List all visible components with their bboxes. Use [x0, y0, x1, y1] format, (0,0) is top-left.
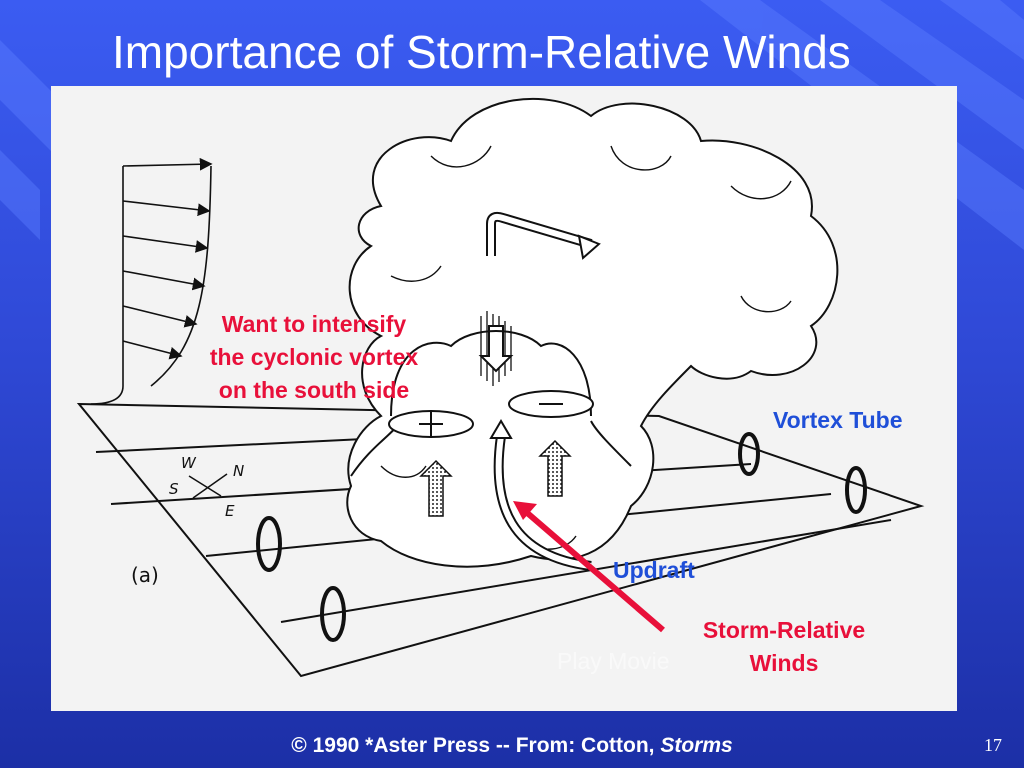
storm-cloud [346, 97, 839, 568]
compass-n: N [233, 462, 244, 480]
wind-profile [90, 157, 213, 405]
compass-w: W [181, 454, 197, 472]
storm-relative-winds-label: Storm-Relative Winds [702, 617, 866, 676]
rotation-disc-minus [508, 390, 594, 418]
slide-footer: © 1990 *Aster Press -- From: Cotton, Sto… [0, 734, 1024, 758]
rotation-disc-plus [388, 410, 474, 438]
slide-title: Importance of Storm-Relative Winds [112, 26, 851, 78]
play-movie-link[interactable]: Play Movie [557, 648, 670, 674]
compass-rose [188, 473, 228, 499]
vortex-ring [256, 432, 867, 642]
compass-s: S [169, 480, 179, 498]
cloud-texture [380, 145, 792, 550]
compass-e: E [225, 502, 235, 520]
updraft-label: Updraft [613, 557, 695, 583]
storm-diagram: W N S E (a) Want to intensify the cyclon… [51, 86, 957, 711]
vortex-tube-label: Vortex Tube [773, 407, 903, 433]
storm-illustration: W N S E (a) [76, 97, 925, 678]
footer-book-title: Storms [660, 734, 733, 757]
storm-relative-wind-arrow [523, 508, 665, 633]
updraft-arrows [419, 439, 572, 517]
footer-credit: © 1990 *Aster Press -- From: Cotton, [291, 734, 661, 757]
panel-label: (a) [131, 563, 159, 587]
annotation-intensify-vortex: Want to intensify the cyclonic vortex on… [209, 311, 419, 403]
vortex-arch [390, 330, 592, 417]
page-number: 17 [984, 735, 1002, 755]
